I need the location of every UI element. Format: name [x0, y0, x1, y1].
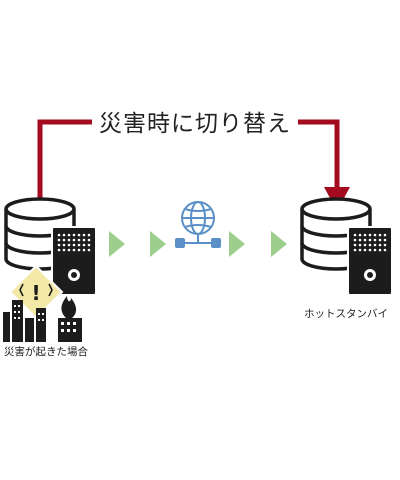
disaster-label: 災害が起きた場合 [4, 346, 88, 358]
server-vent-dot [72, 238, 76, 242]
server-vent-dot [82, 238, 86, 242]
server-vent-dot [82, 233, 86, 237]
server-vent-dot [67, 243, 71, 247]
server-vent-dot [353, 243, 357, 247]
server-vent-dot [358, 248, 362, 252]
server-vent-dot [353, 238, 357, 242]
network-globe-icon [175, 201, 221, 248]
server-vent-dot [373, 248, 377, 252]
primary-server-icon [51, 226, 97, 296]
server-vent-dot [368, 238, 372, 242]
server-vent-dot [77, 243, 81, 247]
server-vent-dot [383, 248, 387, 252]
server-vent-dot [77, 238, 81, 242]
server-vent-dot [87, 233, 91, 237]
server-vent-dot [87, 238, 91, 242]
server-vent-dot [353, 233, 357, 237]
server-vent-dot [363, 233, 367, 237]
server-vent-dot [82, 243, 86, 247]
server-vent-dot [378, 238, 382, 242]
server-vent-dot [72, 233, 76, 237]
server-vent-dot [363, 248, 367, 252]
server-vent-dot [87, 243, 91, 247]
server-vent-dot [368, 233, 372, 237]
server-vent-dot [72, 243, 76, 247]
server-vent-dot [368, 243, 372, 247]
server-vent-dot [57, 248, 61, 252]
server-vent-dot [62, 238, 66, 242]
server-vent-dot [383, 233, 387, 237]
server-vent-dot [72, 248, 76, 252]
standby-server-icon [347, 226, 393, 296]
server-vent-dot [363, 238, 367, 242]
server-vent-dot [67, 238, 71, 242]
server-vent-dot [358, 243, 362, 247]
server-vent-dot [67, 233, 71, 237]
server-vent-dot [57, 233, 61, 237]
city-icon [3, 300, 46, 342]
flow-arrow-2 [150, 231, 166, 257]
flow-arrows [109, 231, 287, 257]
server-vent-dot [353, 248, 357, 252]
server-vent-dot [57, 238, 61, 242]
server-vent-dot [378, 243, 382, 247]
server-vent-dot [62, 233, 66, 237]
warning-mark: ! [31, 281, 40, 305]
server-vent-dot [373, 243, 377, 247]
fire-icon [58, 296, 82, 342]
server-vent-dot [62, 243, 66, 247]
server-vent-dot [358, 233, 362, 237]
server-vent-dot [67, 248, 71, 252]
flow-arrow-4 [271, 231, 287, 257]
server-vent-dot [373, 238, 377, 242]
server-vent-dot [77, 233, 81, 237]
server-vent-dot [363, 243, 367, 247]
server-vent-dot [383, 243, 387, 247]
server-vent-dot [383, 238, 387, 242]
flow-arrow-3 [229, 231, 245, 257]
server-vent-dot [77, 248, 81, 252]
server-vent-dot [368, 248, 372, 252]
flow-arrow-1 [109, 231, 125, 257]
server-vent-dot [62, 248, 66, 252]
server-vent-dot [87, 248, 91, 252]
server-vent-dot [378, 233, 382, 237]
switch-label: 災害時に切り替え [92, 107, 298, 141]
server-vent-dot [378, 248, 382, 252]
standby-label: ホットスタンバイ [304, 308, 388, 320]
server-vent-dot [358, 238, 362, 242]
server-vent-dot [57, 243, 61, 247]
server-vent-dot [373, 233, 377, 237]
server-vent-dot [82, 248, 86, 252]
